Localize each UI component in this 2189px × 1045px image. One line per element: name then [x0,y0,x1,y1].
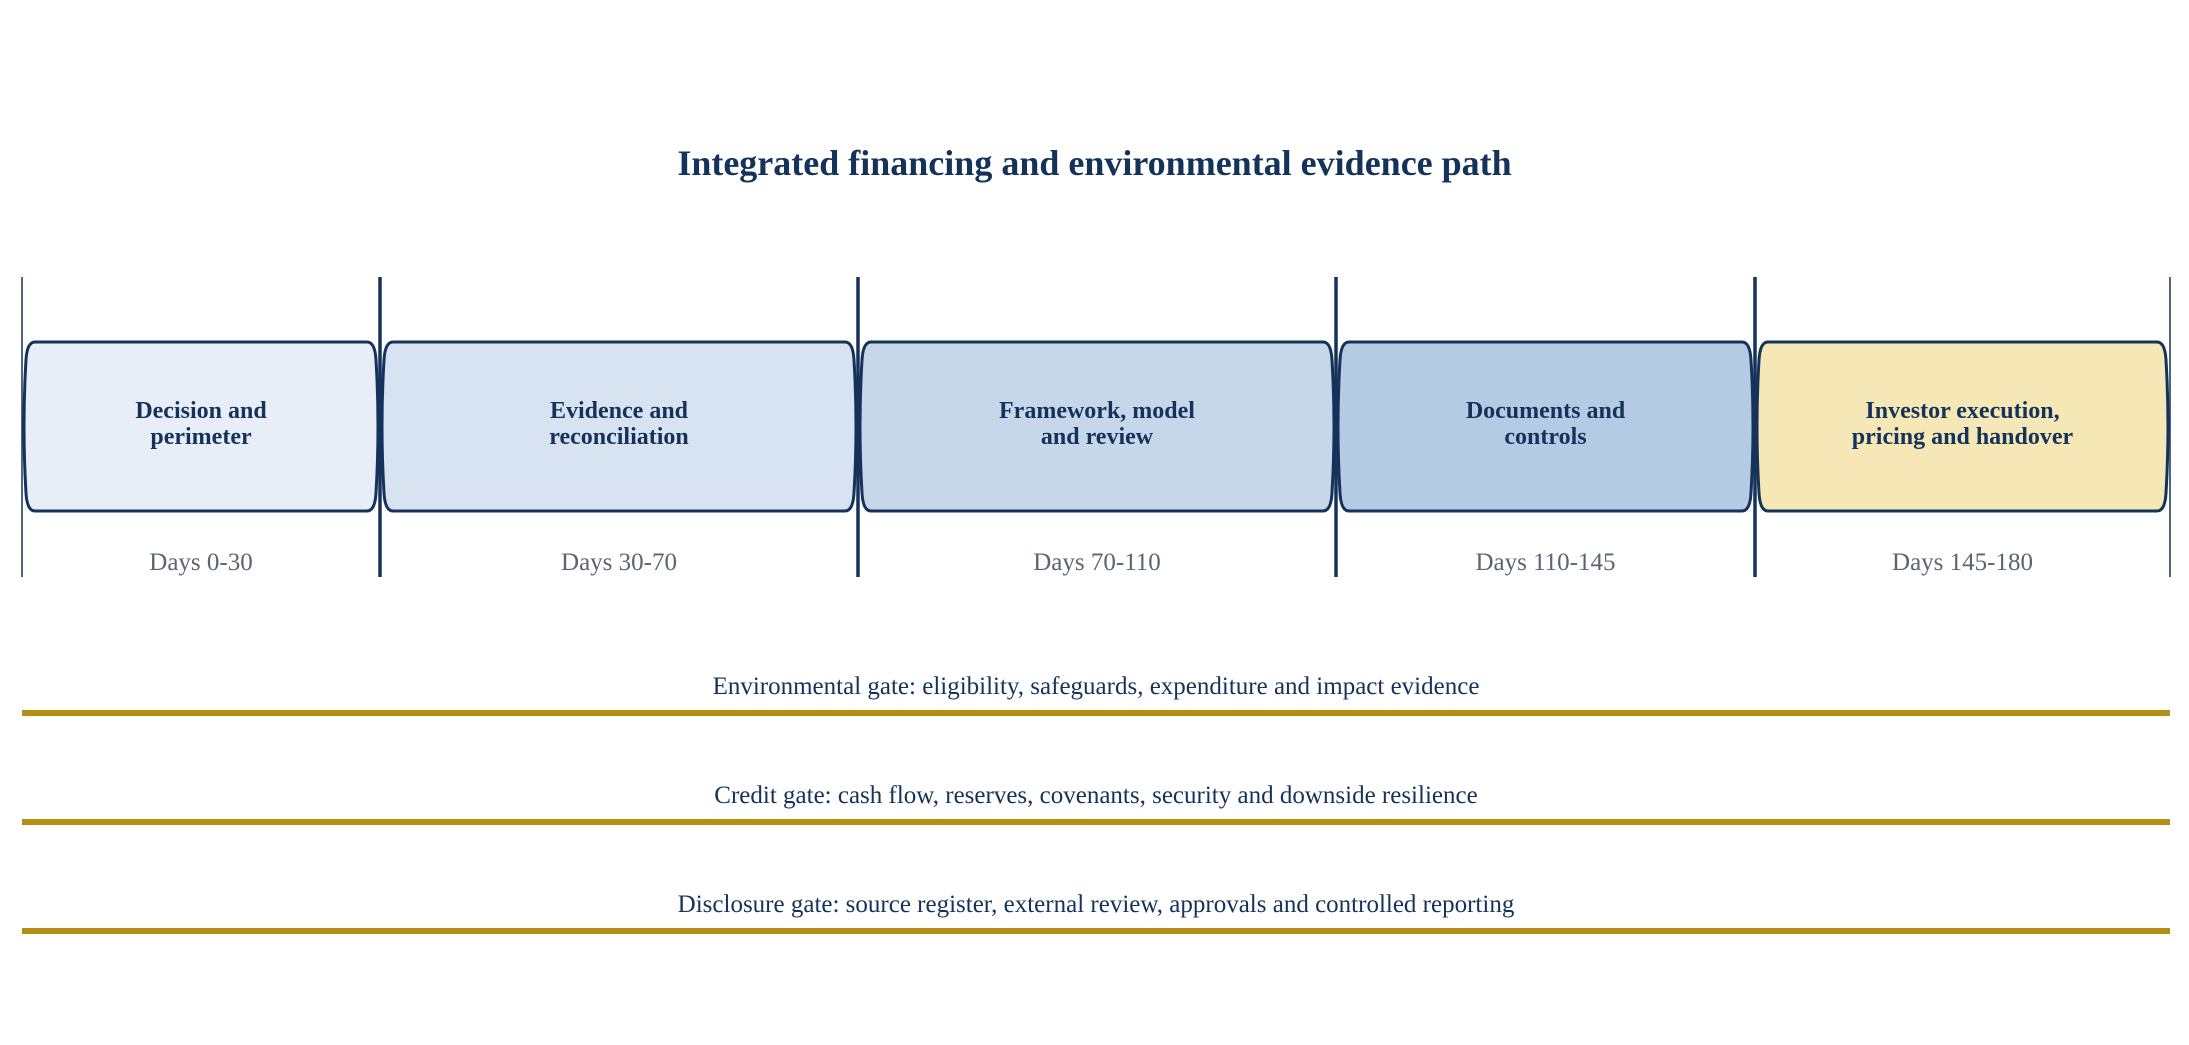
stage-label: Framework, model [999,398,1195,424]
gate-divider [22,928,2170,934]
page-title: Integrated financing and environmental e… [677,143,1512,183]
stage-label: and review [1041,424,1154,450]
stage-box [22,340,380,513]
stage-days-label: Days 30-70 [561,549,677,576]
gate-credit: Credit gate: cash flow, reserves, covena… [22,779,2170,825]
stage-label: reconciliation [549,424,689,450]
gate-divider [22,710,2170,716]
stage-label: Evidence and [550,398,689,424]
stage-label: Investor execution, [1865,398,2059,424]
gate-disclosure: Disclosure gate: source register, extern… [22,888,2170,934]
gate-label: Disclosure gate: source register, extern… [677,891,1515,918]
stage-label: Decision and [135,398,267,424]
stage-days-label: Days 0-30 [149,549,252,576]
stage-label: controls [1504,424,1586,450]
stage-label: pricing and handover [1852,424,2074,450]
stage-days-label: Days 70-110 [1033,549,1161,576]
stage-box [858,340,1336,513]
stage-box [1755,340,2170,513]
gate-label: Environmental gate: eligibility, safegua… [712,673,1480,700]
stage-box [380,340,858,513]
stage-label: perimeter [150,424,252,450]
stage-box [1336,340,1755,513]
stage-days-label: Days 110-145 [1475,549,1615,576]
stage-label: Documents and [1466,398,1626,424]
gate-divider [22,819,2170,825]
stage-days-label: Days 145-180 [1892,549,2033,576]
gate-label: Credit gate: cash flow, reserves, covena… [714,782,1478,809]
gate-environmental: Environmental gate: eligibility, safegua… [22,670,2170,716]
